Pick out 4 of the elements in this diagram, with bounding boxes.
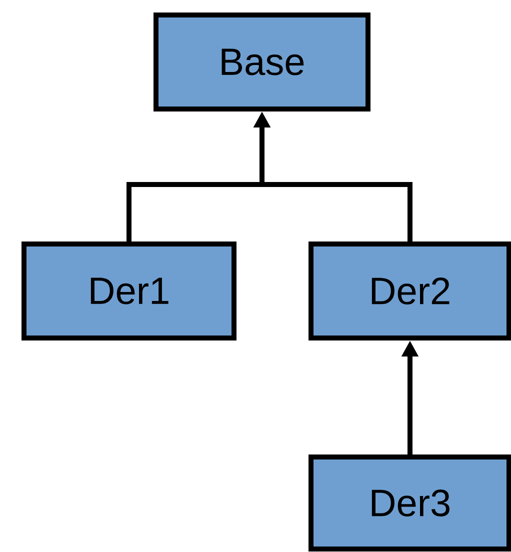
class-box: Der2 — [308, 242, 511, 340]
class-box: Der1 — [22, 242, 236, 340]
class-box: Base — [154, 12, 370, 112]
class-box: Der3 — [308, 454, 511, 552]
